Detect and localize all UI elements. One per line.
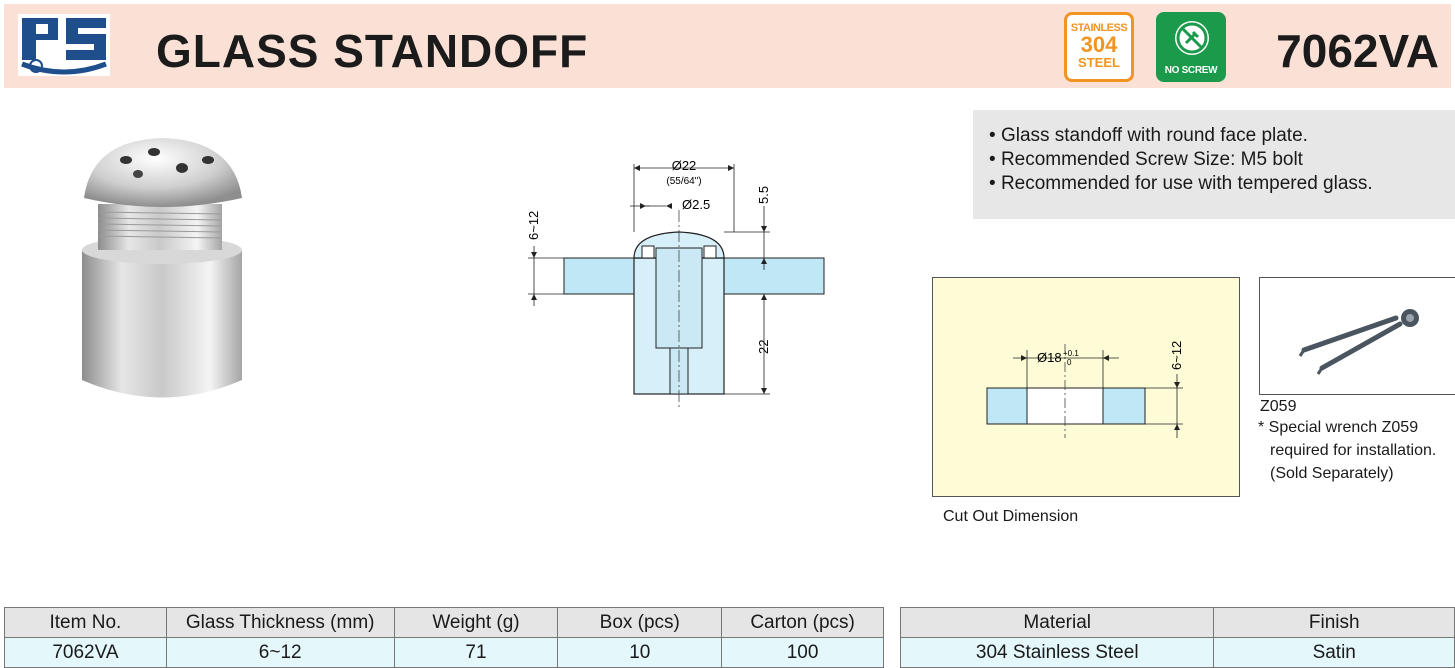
no-screw-label: NO SCREW: [1164, 65, 1218, 76]
cutout-tol-upper: +0.1: [1063, 349, 1079, 358]
wrench-note-line: required for installation.: [1270, 442, 1437, 459]
page-title: GLASS STANDOFF: [156, 25, 589, 77]
cutout-diagram: Ø18 +0.1 0 6~12: [932, 277, 1240, 497]
wrench-code: Z059: [1260, 398, 1297, 415]
wrench-note-line: (Sold Separately): [1270, 465, 1394, 482]
header-bar: GLASS STANDOFF STAINLESS 304 STEEL NO SC…: [4, 4, 1451, 88]
brand-logo: [18, 14, 110, 76]
model-number: 7062VA: [1276, 25, 1439, 77]
dia-main-label: Ø22: [672, 158, 697, 173]
feature-item: Glass standoff with round face plate.: [989, 124, 1455, 148]
glass-range-label: 6~12: [526, 211, 541, 240]
cutout-tol-lower: 0: [1067, 358, 1072, 367]
wrench-icon: [1298, 309, 1419, 375]
col-weight: Weight (g): [393, 607, 559, 638]
col-glass-thickness: Glass Thickness (mm): [165, 607, 395, 638]
badge-line1: STAINLESS: [1070, 22, 1128, 34]
no-screw-icon: [1175, 21, 1209, 55]
technical-drawing: Ø22 (55/64") Ø2.5 5.5 6~12 22: [526, 158, 825, 408]
head-height-label: 5.5: [756, 186, 771, 204]
badge-line2: 304: [1080, 32, 1118, 57]
no-screw-badge: NO SCREW: [1156, 12, 1226, 82]
table-row: 7062VA 6~12 71 10 100: [4, 637, 884, 668]
cell-glass-thickness: 6~12: [165, 637, 395, 668]
col-material: Material: [899, 607, 1215, 638]
cutout-thickness-label: 6~12: [1169, 341, 1184, 370]
table-header-row: Item No. Glass Thickness (mm) Weight (g)…: [4, 607, 884, 638]
cutout-dia-label: Ø18: [1037, 350, 1062, 365]
cell-item-no: 7062VA: [4, 637, 167, 668]
cell-weight: 71: [393, 637, 559, 668]
cell-material: 304 Stainless Steel: [899, 637, 1215, 668]
wrench-note-line: * Special wrench Z059: [1258, 419, 1419, 436]
cell-box: 10: [557, 637, 723, 668]
feature-list: Glass standoff with round face plate. Re…: [973, 110, 1455, 219]
badge-line3: STEEL: [1078, 55, 1120, 70]
wrench-note: * Special wrench Z059 required for insta…: [1258, 416, 1436, 485]
table-row: 304 Stainless Steel Satin: [899, 637, 1455, 668]
cutout-caption: Cut Out Dimension: [943, 508, 1079, 525]
table-header-row: Material Finish: [899, 607, 1455, 638]
stainless-304-badge: STAINLESS 304 STEEL: [1064, 12, 1134, 82]
feature-item: Recommended for use with tempered glass.: [989, 172, 1455, 196]
col-item-no: Item No.: [4, 607, 167, 638]
col-carton: Carton (pcs): [721, 607, 884, 638]
body-height-label: 22: [756, 340, 771, 354]
material-table: Material Finish 304 Stainless Steel Sati…: [899, 607, 1455, 668]
dia-hole-label: Ø2.5: [682, 197, 710, 212]
spec-table: Item No. Glass Thickness (mm) Weight (g)…: [4, 607, 884, 668]
feature-item: Recommended Screw Size: M5 bolt: [989, 148, 1455, 172]
col-box: Box (pcs): [557, 607, 723, 638]
product-photo: [82, 138, 242, 398]
cell-carton: 100: [721, 637, 884, 668]
wrench-image-box: [1259, 277, 1455, 395]
col-finish: Finish: [1213, 607, 1455, 638]
cell-finish: Satin: [1213, 637, 1455, 668]
dia-main-inch-label: (55/64"): [666, 176, 701, 187]
